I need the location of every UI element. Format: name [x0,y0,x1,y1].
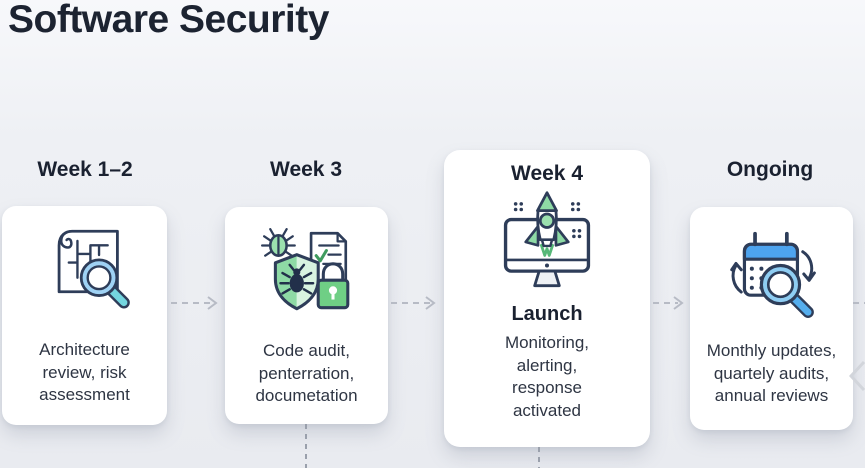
step-header-week-4: Week 4 [511,162,583,185]
step-card-ongoing: Monthly updates, quartely audits, annual… [690,207,853,430]
flow-arrow-3-icon [653,296,684,310]
flow-arrow-4-icon [853,302,865,304]
step-description: Architecture review, risk assessment [39,340,130,405]
rocket-launch-monitor-icon [491,186,603,303]
vertical-connector-week-4-icon [538,447,540,468]
step-header-week-3: Week 3 [270,158,342,181]
step-description: Monitoring, alerting, response activated [504,333,590,420]
calendar-audit-refresh-icon [719,221,825,332]
step-header-week-1-2: Week 1–2 [37,158,133,181]
blueprint-magnifier-icon [31,214,139,327]
return-chevron-icon [849,360,865,392]
step-card-week-3: Code audit, penterration, documetation [225,207,388,424]
page-title: Software Security [8,0,329,41]
step-card-week-4: Week 4 Launch Moni [444,150,650,447]
shield-bug-lock-icon [256,221,358,328]
flow-arrow-1-icon [171,296,218,310]
launch-label: Launch [511,303,583,325]
vertical-connector-week-3-icon [305,424,307,468]
step-card-week-1-2: Architecture review, risk assessment [2,206,167,425]
step-description: Code audit, penterration, documetation [255,341,358,406]
flow-arrow-2-icon [391,296,436,310]
step-header-ongoing: Ongoing [726,158,814,181]
step-description: Monthly updates, quartely audits, annual… [706,341,837,406]
